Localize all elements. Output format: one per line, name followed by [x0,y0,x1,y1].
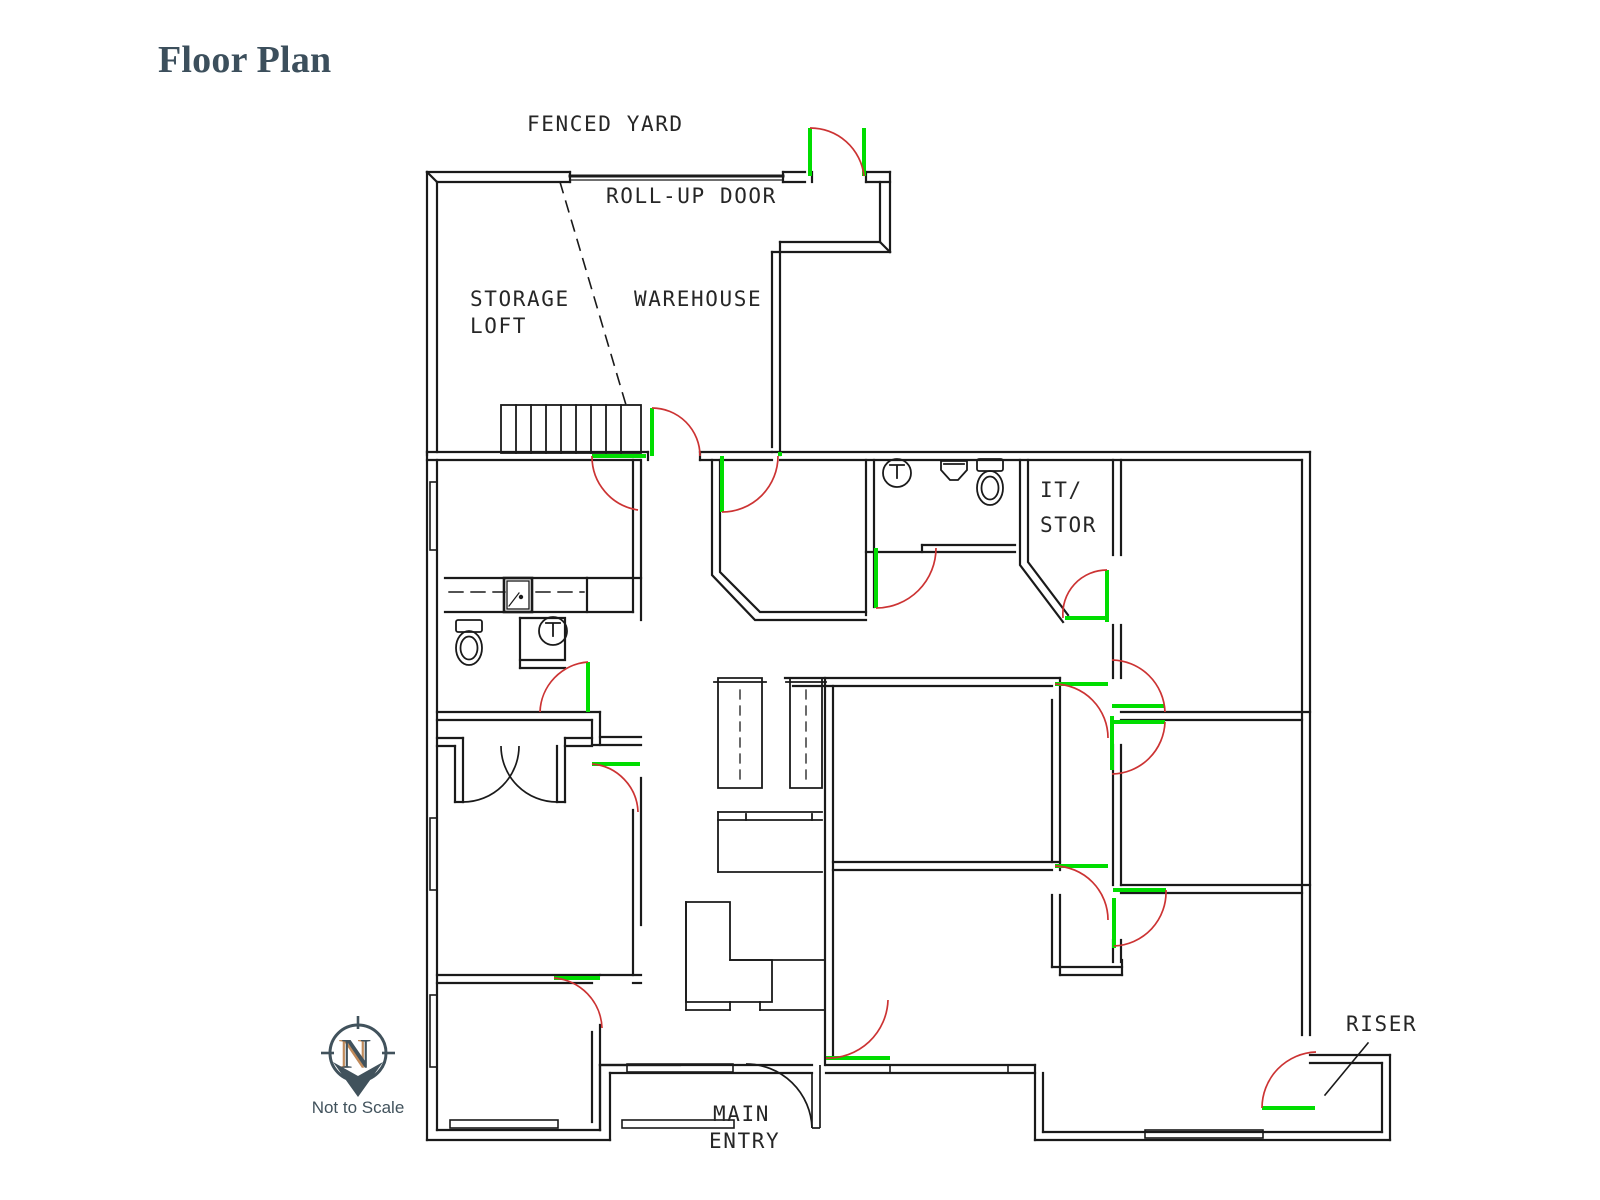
riser-leader-line [1323,1041,1370,1097]
label-main-entry-line1: MAIN [713,1102,770,1126]
swing-upper-restroom [875,547,937,609]
label-main-entry-line2: ENTRY [709,1129,780,1153]
swing-main-entry [825,999,889,1059]
door-swing-group [539,127,1317,1109]
label-warehouse: WAREHOUSE [634,287,762,311]
swing-center-office-a [1054,683,1109,739]
swing-restroom-left [539,661,589,713]
page-title: Floor Plan [158,39,332,81]
window-left-1 [429,481,438,551]
storage-loft-edge-dashed [559,181,627,406]
toilet-bowl-upper [976,470,1004,506]
swing-warehouse-entry [809,127,865,177]
swing-chamfer-office [721,455,779,513]
stairs-outline [500,404,642,454]
swing-center-office-b [1054,865,1109,921]
swing-right-a [1111,659,1166,713]
window-entry-1 [626,1063,734,1073]
label-it-stor-line1: IT/ [1040,478,1083,502]
wall-chamfer-office [710,458,868,622]
swing-right-b [1111,721,1166,775]
stairs-group [500,404,642,454]
window-bottom-3 [889,1064,1009,1074]
north-arrow-compass: N N Not to Scale [312,1016,405,1117]
window-group [429,481,1264,1139]
urinal [940,460,968,481]
shower-box-group [502,576,534,614]
swing-double-door-right [500,745,558,803]
toilet-bowl-upper-inner [980,475,1000,501]
swing-double-door-left [462,745,520,803]
window-bottom-1 [621,1119,735,1129]
toilet-bowl-left [455,630,483,666]
sink-faucet-upper [889,464,905,479]
window-left-3 [429,994,438,1068]
compass-south-pointer [333,1062,383,1097]
cabinet-a [717,677,763,789]
shower-drain [518,594,524,600]
door-panel-group [554,128,1315,1110]
swing-loft-b [651,407,701,457]
window-left-2 [429,817,438,891]
label-fenced-yard: FENCED YARD [527,112,684,136]
sink-faucet-left [545,622,561,637]
window-bottom-2 [449,1119,559,1129]
toilet-bowl-left-inner [459,635,479,661]
swing-lower-left [553,977,603,1029]
swing-it-stor [1061,569,1108,619]
compass-scale-note: Not to Scale [312,1098,405,1117]
label-storage-loft-line1: STORAGE [470,287,570,311]
shower-box-inner [506,580,530,610]
swing-loft-a [591,455,639,511]
label-riser: RISER [1346,1012,1417,1036]
toilet-tank-left [455,619,483,633]
wall-it-stor-angled-inner [1026,458,1070,617]
sink-basin-left [538,616,568,646]
sink-basin-upper [882,458,912,488]
swing-mid-left-a [591,763,639,813]
fixture-group [455,458,1004,666]
window-bottom-4 [1144,1129,1264,1139]
swing-main-entry-vestibule [745,1063,813,1129]
shower-diag [508,592,520,607]
label-group: FENCED YARD ROLL-UP DOOR STORAGE LOFT WA… [470,112,1417,1153]
wall-corner-tl [425,170,439,184]
wall-chamfer-office-inner [718,458,868,614]
label-storage-loft-line2: LOFT [470,314,527,338]
casework-group [685,677,827,1011]
wall-it-stor-angled [1018,458,1065,624]
swing-right-d [1113,889,1167,947]
label-roll-up-door: ROLL-UP DOOR [606,184,777,208]
swing-riser [1261,1051,1317,1109]
wall-group [425,170,1392,1142]
desk-l-shape [685,901,773,1003]
label-it-stor-line2: STOR [1040,513,1097,537]
cabinet-b [789,677,823,789]
double-door-swing-group [462,745,821,1129]
shower-box [502,576,534,614]
wall-notch-corner [878,240,892,254]
